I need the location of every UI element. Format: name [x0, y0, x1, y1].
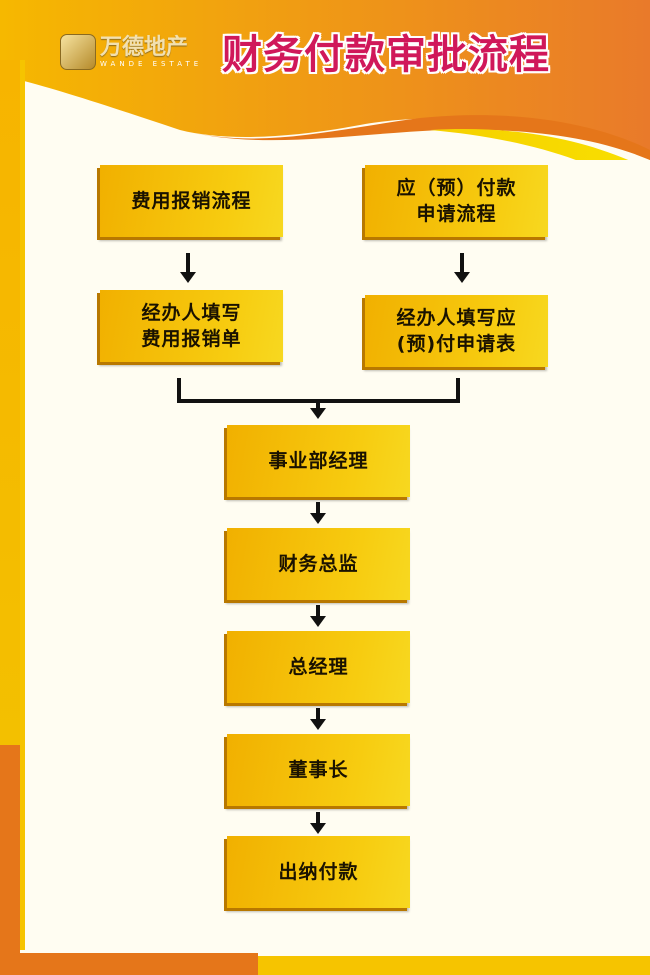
- arrow-down-icon: [310, 708, 326, 730]
- arrow-down-icon: [310, 605, 326, 627]
- connector-line: [456, 378, 460, 403]
- bottom-yellow-bar: [258, 956, 650, 975]
- logo-english: WANDE ESTATE: [100, 60, 203, 68]
- step-label: 经办人填写 费用报销单: [141, 302, 242, 350]
- arrow-down-icon: [310, 502, 326, 524]
- arrow-down-icon: [180, 253, 196, 283]
- company-logo: 万德地产 WANDE ESTATE: [60, 34, 202, 70]
- step-general-manager: 总经理: [227, 631, 410, 703]
- step-label: 经办人填写应 (预)付申请表: [396, 307, 517, 355]
- page-title: 财务付款审批流程: [222, 32, 550, 78]
- step-label: 应（预）付款 申请流程: [396, 177, 517, 225]
- step-expense-process: 费用报销流程: [100, 165, 283, 237]
- step-fill-prepay-form: 经办人填写应 (预)付申请表: [365, 295, 548, 367]
- arrow-down-icon: [310, 401, 326, 419]
- arrow-down-icon: [454, 253, 470, 283]
- connector-line: [177, 378, 181, 403]
- step-label: 财务总监: [278, 553, 359, 575]
- step-finance-director: 财务总监: [227, 528, 410, 600]
- left-border: [0, 60, 20, 750]
- arrow-down-icon: [310, 812, 326, 834]
- step-label: 总经理: [288, 656, 349, 678]
- logo-mark-icon: [60, 34, 96, 70]
- step-label: 费用报销流程: [131, 190, 252, 212]
- step-prepay-process: 应（预）付款 申请流程: [365, 165, 548, 237]
- step-cashier-payment: 出纳付款: [227, 836, 410, 908]
- step-fill-expense-form: 经办人填写 费用报销单: [100, 290, 283, 362]
- logo-name: 万德地产: [100, 35, 189, 60]
- left-border-line: [20, 60, 25, 950]
- step-label: 出纳付款: [278, 861, 359, 883]
- left-orange-bar: [0, 745, 20, 975]
- header-banner: [0, 0, 650, 160]
- step-label: 董事长: [288, 759, 349, 781]
- step-chairman: 董事长: [227, 734, 410, 806]
- step-division-manager: 事业部经理: [227, 425, 410, 497]
- step-label: 事业部经理: [268, 450, 369, 472]
- bottom-orange-bar: [0, 953, 258, 975]
